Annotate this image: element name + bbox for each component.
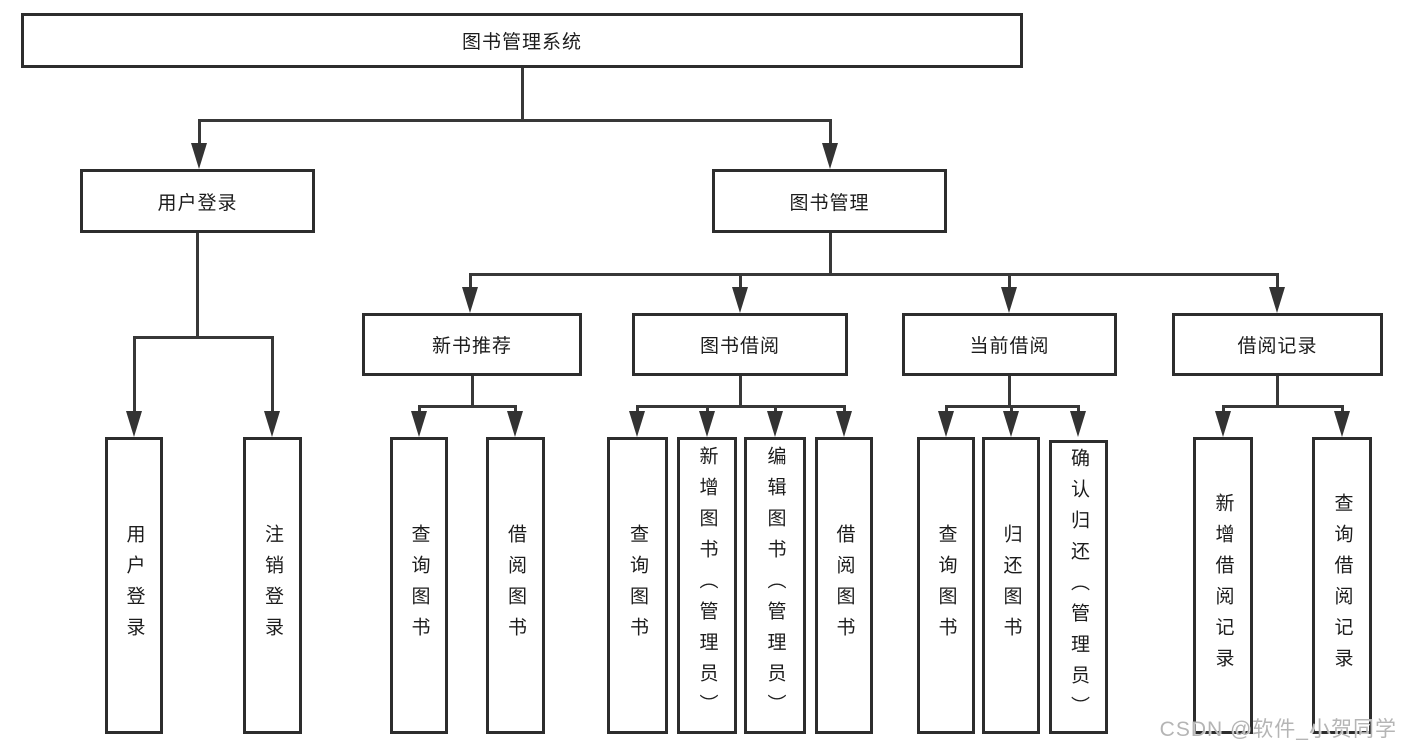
node-label: 图书管理 [789, 192, 870, 214]
connector-bar [635, 405, 846, 408]
node-label: 借阅记录 [1237, 336, 1318, 357]
node-new-book-rec: 新书推荐 [362, 313, 582, 376]
connector-arrow-shaft [1275, 273, 1279, 291]
arrowhead-down-icon [629, 411, 645, 437]
connector-stem [738, 376, 742, 408]
connector-stem [520, 68, 524, 122]
arrowhead-down-icon [1215, 411, 1231, 437]
node-leaf-query-book-3: 查询图书 [917, 437, 975, 734]
node-book-mgmt: 图书管理 [712, 169, 947, 233]
connector-arrow-shaft [944, 405, 948, 415]
arrowhead-down-icon [126, 411, 142, 437]
node-root: 图书管理系统 [21, 13, 1023, 68]
node-label: 借阅图书 [833, 523, 855, 648]
node-label: 借阅图书 [505, 523, 526, 648]
connector-arrow-shaft [842, 405, 846, 415]
node-leaf-add-book: 新增图书（管理员） [677, 437, 737, 734]
connector-arrow-shaft [468, 273, 472, 291]
connector-stem [470, 376, 474, 408]
connector-arrow-shaft [132, 336, 136, 415]
node-current-borrow: 当前借阅 [902, 313, 1117, 376]
connector-bar [197, 119, 832, 122]
node-label: 图书管理系统 [461, 32, 582, 53]
node-label: 查询图书 [627, 523, 648, 648]
node-label: 归还图书 [1000, 523, 1022, 648]
node-label: 当前借阅 [969, 336, 1050, 357]
connector-arrow-shaft [417, 405, 421, 415]
node-leaf-query-book-2: 查询图书 [607, 437, 668, 734]
arrowhead-down-icon [264, 411, 280, 437]
arrowhead-down-icon [1334, 411, 1350, 437]
connector-bar [132, 336, 274, 339]
node-leaf-confirm-return: 确认归还（管理员） [1049, 440, 1108, 734]
arrowhead-down-icon [462, 287, 478, 313]
node-label: 查询图书 [935, 523, 957, 648]
arrowhead-down-icon [507, 411, 523, 437]
arrowhead-down-icon [1269, 287, 1285, 313]
node-label: 新增图书（管理员） [696, 446, 718, 725]
node-leaf-edit-book: 编辑图书（管理员） [744, 437, 806, 734]
arrowhead-down-icon [1003, 411, 1019, 437]
connector-arrow-shaft [738, 273, 742, 291]
connector-stem [1007, 376, 1011, 408]
connector-arrow-shaft [1221, 405, 1225, 415]
connector-stem [828, 233, 832, 276]
node-leaf-return-book: 归还图书 [982, 437, 1040, 734]
connector-bar [468, 273, 1279, 276]
node-label: 用户登录 [157, 192, 238, 214]
arrowhead-down-icon [699, 411, 715, 437]
connector-arrow-shaft [197, 119, 201, 147]
node-label: 查询借阅记录 [1331, 492, 1353, 679]
arrowhead-down-icon [1001, 287, 1017, 313]
arrowhead-down-icon [191, 143, 207, 169]
arrowhead-down-icon [411, 411, 427, 437]
connector-stem [195, 233, 199, 339]
node-leaf-query-book-1: 查询图书 [390, 437, 448, 734]
connector-arrow-shaft [1340, 405, 1344, 415]
arrowhead-down-icon [822, 143, 838, 169]
connector-arrow-shaft [1076, 405, 1080, 415]
node-label: 图书借阅 [699, 336, 780, 357]
node-label: 编辑图书（管理员） [764, 446, 786, 725]
arrowhead-down-icon [732, 287, 748, 313]
csdn-watermark: CSDN @软件_小贺同学 [1159, 718, 1397, 741]
node-leaf-query-borrow-record: 查询借阅记录 [1312, 437, 1372, 734]
node-leaf-add-borrow-record: 新增借阅记录 [1193, 437, 1253, 734]
node-borrow-records: 借阅记录 [1172, 313, 1383, 376]
node-label: 确认归还（管理员） [1068, 447, 1089, 727]
connector-arrow-shaft [513, 405, 517, 415]
arrowhead-down-icon [767, 411, 783, 437]
connector-arrow-shaft [828, 119, 832, 147]
node-user-login: 用户登录 [80, 169, 315, 233]
node-leaf-borrow-book-1: 借阅图书 [486, 437, 545, 734]
connector-arrow-shaft [1009, 405, 1013, 415]
node-leaf-logout: 注销登录 [243, 437, 302, 734]
connector-bar [417, 405, 517, 408]
node-label: 新书推荐 [431, 336, 512, 357]
connector-bar [1221, 405, 1344, 408]
node-label: 新增借阅记录 [1212, 492, 1234, 679]
arrowhead-down-icon [836, 411, 852, 437]
connector-stem [1275, 376, 1279, 408]
connector-arrow-shaft [270, 336, 274, 415]
connector-arrow-shaft [635, 405, 639, 415]
node-label: 查询图书 [408, 523, 430, 648]
node-leaf-borrow-book-2: 借阅图书 [815, 437, 873, 734]
node-label: 注销登录 [262, 523, 283, 648]
node-leaf-user-login: 用户登录 [105, 437, 163, 734]
connector-arrow-shaft [773, 405, 777, 415]
connector-arrow-shaft [705, 405, 709, 415]
arrowhead-down-icon [1070, 411, 1086, 437]
node-book-borrow: 图书借阅 [632, 313, 848, 376]
node-label: 用户登录 [123, 523, 145, 648]
arrowhead-down-icon [938, 411, 954, 437]
connector-arrow-shaft [1007, 273, 1011, 291]
